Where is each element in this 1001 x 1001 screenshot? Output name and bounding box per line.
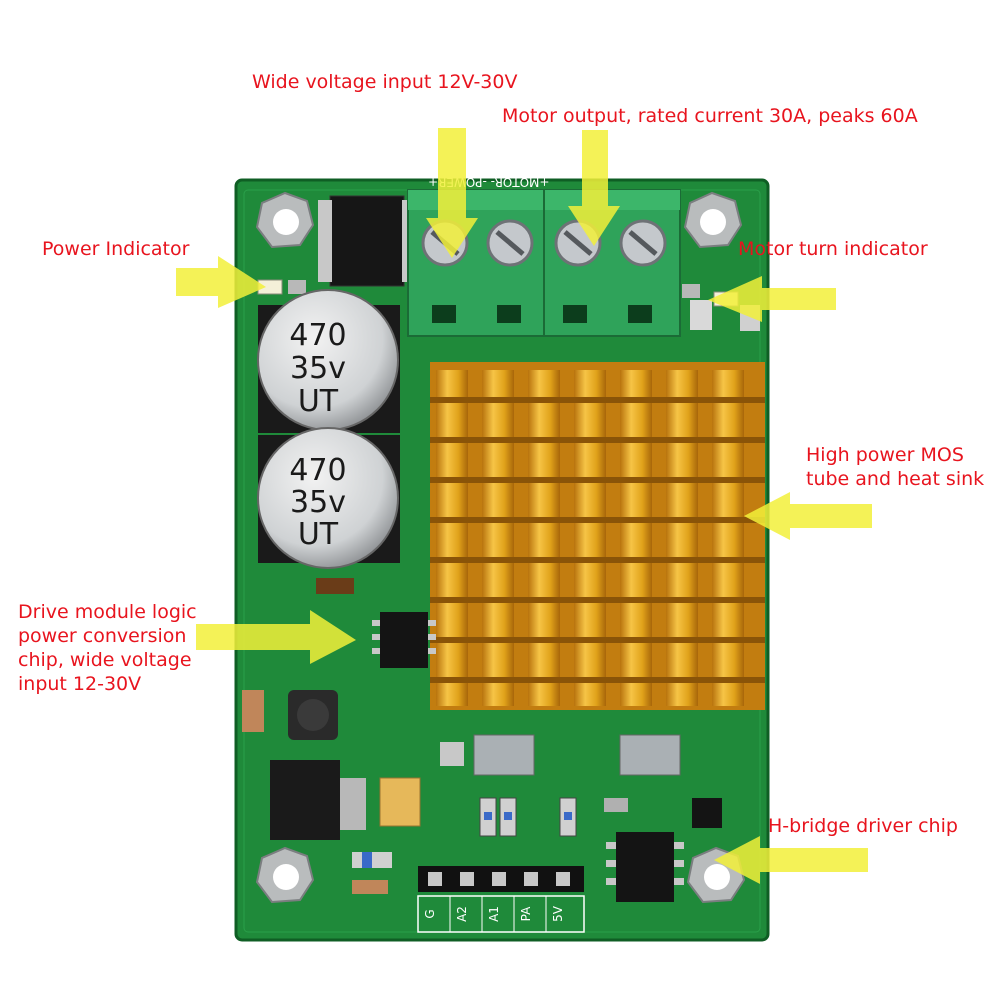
arrow-motor-output (568, 130, 620, 246)
pin-label-a2: A2 (455, 906, 469, 922)
mounting-hole-top-left (255, 191, 315, 249)
arrow-wide-voltage (426, 128, 478, 258)
screw-terminal (407, 189, 681, 337)
svg-text:35v: 35v (290, 351, 346, 386)
arrow-logic-chip (196, 610, 356, 664)
heat-sink (430, 362, 765, 710)
tantalum-capacitor (379, 777, 421, 827)
h-bridge-chip (606, 832, 684, 902)
svg-text:470: 470 (289, 318, 346, 353)
header-pins (417, 866, 585, 933)
regulator (270, 760, 340, 840)
label-motor-output: Motor output, rated current 30A, peaks 6… (502, 105, 918, 127)
diode-block (329, 195, 405, 287)
label-wide-voltage: Wide voltage input 12V-30V (252, 71, 518, 93)
label-motor-turn-indicator: Motor turn indicator (738, 238, 928, 260)
arrow-mos (744, 492, 872, 540)
svg-text:UT: UT (298, 384, 339, 419)
capacitor-top: 470 35v UT (257, 289, 400, 433)
mounting-hole-bottom-left (255, 846, 315, 904)
arrow-motor-turn (708, 276, 836, 322)
svg-text:470: 470 (289, 453, 346, 488)
pin-label-g: G (423, 909, 437, 918)
label-mos-heat-sink: High power MOS tube and heat sink (806, 444, 985, 490)
mounting-hole-top-right (683, 191, 743, 249)
label-power-indicator: Power Indicator (42, 238, 190, 260)
logic-power-chip (380, 612, 428, 668)
svg-text:35v: 35v (290, 485, 346, 520)
pin-label-pa: PA (519, 906, 533, 921)
label-h-bridge-chip: H-bridge driver chip (768, 815, 958, 837)
svg-text:UT: UT (298, 517, 339, 552)
capacitor-bottom: 470 35v UT (257, 427, 400, 569)
pin-label-5v: 5V (551, 905, 565, 922)
pin-label-a1: A1 (487, 906, 501, 922)
label-logic-power-chip: Drive module logic power conversion chip… (18, 601, 197, 695)
arrow-power-indicator (176, 256, 266, 308)
arrow-h-bridge (714, 836, 868, 884)
